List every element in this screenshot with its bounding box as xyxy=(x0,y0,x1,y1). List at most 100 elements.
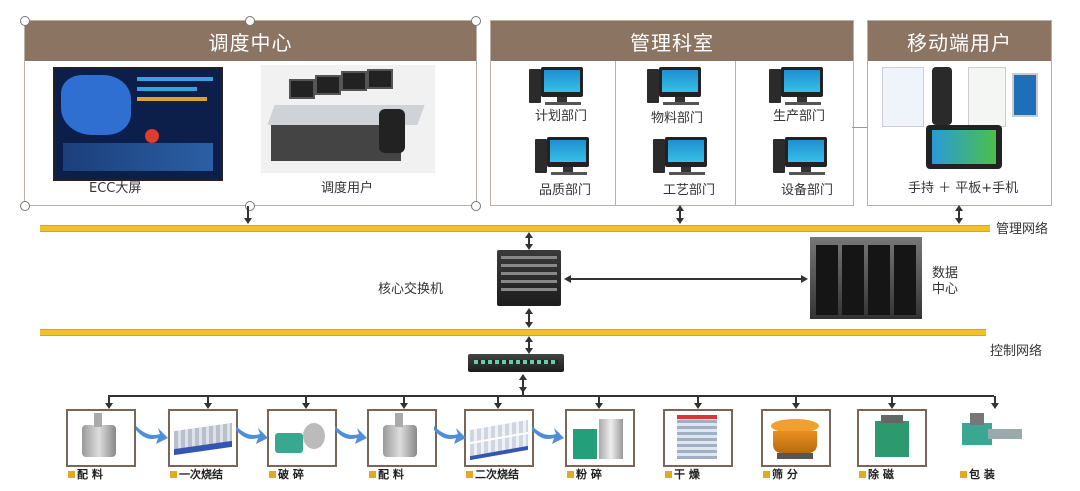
computer-icon xyxy=(529,67,587,105)
mobile-app-screen xyxy=(882,67,924,127)
data-center-image xyxy=(810,237,922,319)
link-line xyxy=(247,206,249,222)
computer-icon xyxy=(769,67,827,105)
mobile-panel: 移动端用户 手持 ＋ 平板+手机 xyxy=(867,20,1052,206)
drop-line xyxy=(994,396,996,404)
link-line xyxy=(679,208,681,222)
process-step-label: 二次烧结 xyxy=(466,466,519,482)
flow-arrow-icon xyxy=(434,426,466,444)
equipment-batching-1 xyxy=(66,409,136,467)
selection-handle[interactable] xyxy=(20,201,30,211)
equipment-sieving xyxy=(761,409,831,467)
flow-arrow-icon xyxy=(236,426,268,444)
selection-handle[interactable] xyxy=(471,16,481,26)
arrow-down-icon xyxy=(595,403,603,409)
data-center-label: 数据 中心 xyxy=(932,266,959,297)
equipment-crushing xyxy=(267,409,337,467)
equipment-demagnetizing xyxy=(857,409,927,467)
process-step-label: 包 装 xyxy=(960,466,995,482)
arrow-down-icon xyxy=(525,322,533,328)
arrow-down-icon xyxy=(792,403,800,409)
process-step-label: 筛 分 xyxy=(763,466,798,482)
drop-line xyxy=(403,396,405,404)
computer-icon xyxy=(647,67,705,105)
arrow-down-icon xyxy=(494,403,502,409)
equipment-drying xyxy=(663,409,733,467)
management-network-bus xyxy=(40,225,990,232)
selection-handle[interactable] xyxy=(471,201,481,211)
management-panel: 管理科室 计划部门 物料部门 生产部门 品质部门 工艺部门 设备部门 xyxy=(490,20,854,206)
arrow-down-icon xyxy=(694,403,702,409)
arrow-down-icon xyxy=(955,218,963,224)
link-line xyxy=(528,234,530,248)
selection-handle[interactable] xyxy=(245,201,255,211)
arrow-down-icon xyxy=(991,403,999,409)
computer-icon xyxy=(773,137,831,175)
equipment-sintering-1 xyxy=(168,409,238,467)
arrow-left-icon xyxy=(564,275,571,283)
drop-line xyxy=(108,396,110,404)
computer-icon xyxy=(535,137,593,175)
handheld-device-image xyxy=(932,67,952,125)
equipment-packaging xyxy=(958,409,1024,463)
arrow-up-icon xyxy=(519,374,527,380)
arrow-down-icon xyxy=(244,218,252,224)
arrow-down-icon xyxy=(302,403,310,409)
dept-label: 生产部门 xyxy=(773,109,826,124)
tablet-image xyxy=(926,125,1002,169)
arrow-down-icon xyxy=(525,244,533,250)
process-step-label: 一次烧结 xyxy=(170,466,223,482)
selection-handle[interactable] xyxy=(20,16,30,26)
tablet-small-image xyxy=(1012,73,1038,117)
arrow-up-icon xyxy=(525,308,533,314)
management-title: 管理科室 xyxy=(491,21,853,61)
core-switch-image xyxy=(497,250,561,306)
dept-label: 物料部门 xyxy=(651,111,704,126)
mobile-caption: 手持 ＋ 平板+手机 xyxy=(908,181,1019,196)
dispatch-center-title: 调度中心 xyxy=(25,21,476,61)
equipment-batching-2 xyxy=(367,409,437,467)
arrow-down-icon xyxy=(519,387,527,393)
dept-label: 计划部门 xyxy=(535,109,588,124)
selection-handle[interactable] xyxy=(245,16,255,26)
link-line xyxy=(528,310,530,326)
equipment-sintering-2 xyxy=(464,409,534,467)
arrow-down-icon xyxy=(676,218,684,224)
arrow-up-icon xyxy=(525,336,533,342)
flow-arrow-icon xyxy=(532,426,564,444)
arrow-right-icon xyxy=(801,275,808,283)
management-network-label: 管理网络 xyxy=(996,222,1049,237)
link-line xyxy=(528,338,530,352)
dept-label: 工艺部门 xyxy=(663,183,716,198)
arrow-down-icon xyxy=(400,403,408,409)
process-step-label: 除 磁 xyxy=(859,466,894,482)
drop-line xyxy=(795,396,797,404)
drop-line xyxy=(207,396,209,404)
arrow-up-icon xyxy=(525,232,533,238)
dept-label: 设备部门 xyxy=(781,183,834,198)
flow-arrow-icon xyxy=(136,426,168,444)
process-step-label: 粉 碎 xyxy=(567,466,602,482)
arrow-up-icon xyxy=(955,205,963,211)
control-network-label: 控制网络 xyxy=(990,344,1043,359)
dispatch-desk-image xyxy=(261,65,435,173)
distribution-line xyxy=(108,395,994,397)
drop-line xyxy=(697,396,699,404)
arrow-down-icon xyxy=(525,348,533,354)
equipment-grinding xyxy=(565,409,635,467)
process-step-label: 配 料 xyxy=(369,466,404,482)
drop-line xyxy=(305,396,307,404)
arrow-down-icon xyxy=(888,403,896,409)
flow-arrow-icon xyxy=(335,426,367,444)
mobile-title: 移动端用户 xyxy=(868,21,1051,61)
process-step-label: 干 燥 xyxy=(665,466,700,482)
drop-line xyxy=(497,396,499,404)
drop-line xyxy=(891,396,893,404)
process-step-label: 破 碎 xyxy=(269,466,304,482)
core-switch-label: 核心交换机 xyxy=(378,282,444,297)
link-line xyxy=(522,375,524,395)
link-line xyxy=(568,278,804,280)
arrow-up-icon xyxy=(676,205,684,211)
dispatch-user-label: 调度用户 xyxy=(321,181,374,196)
link-line xyxy=(958,208,960,222)
